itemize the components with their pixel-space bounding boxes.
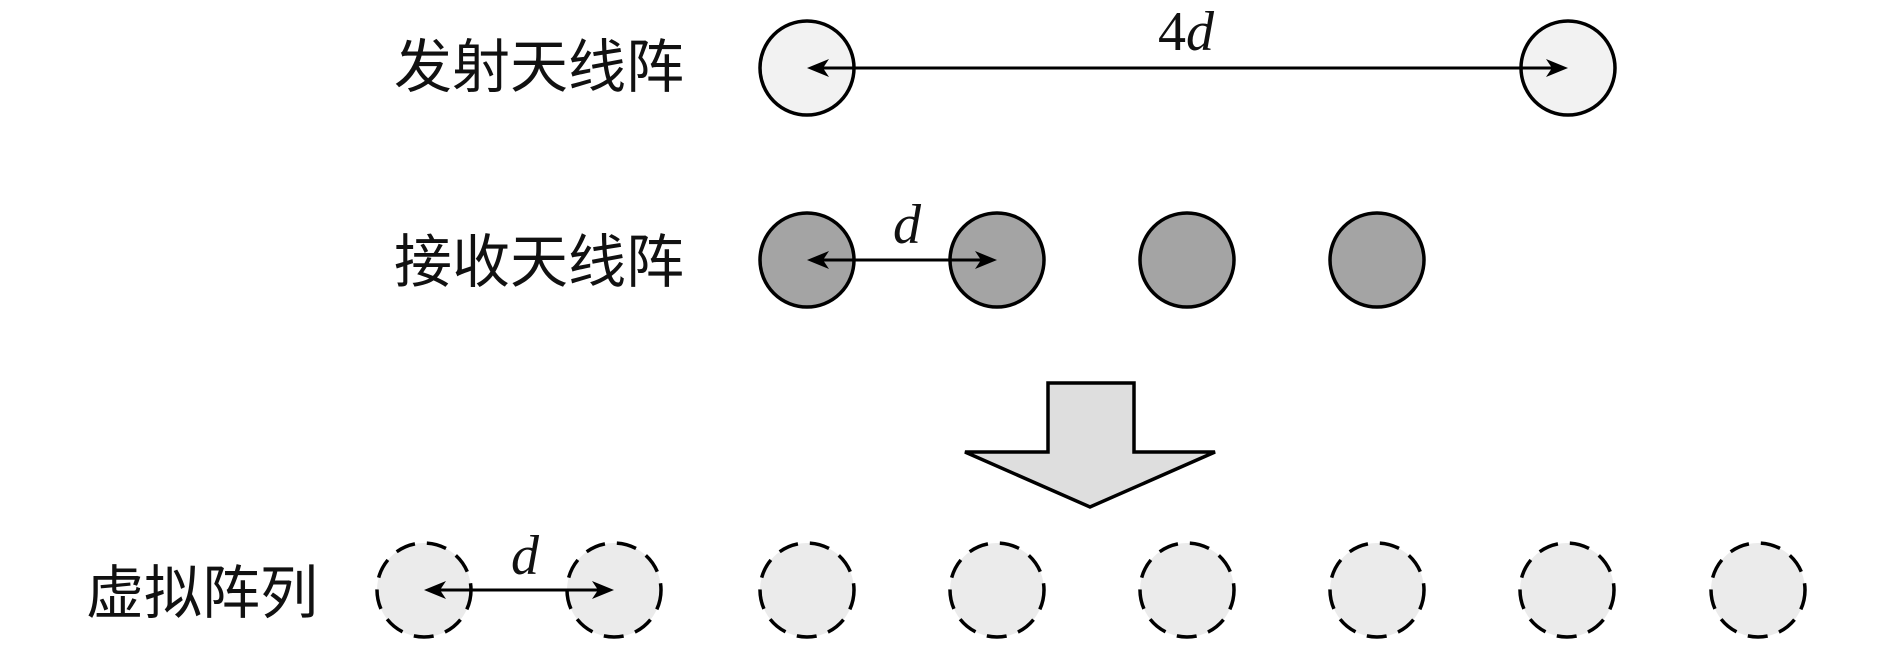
receive-spacing-arrow [807, 251, 997, 269]
receive-antenna [1138, 211, 1236, 309]
virtual-spacing-arrow [424, 581, 614, 599]
transmit-spacing-label: 4d [1158, 1, 1215, 63]
virtual-array: d [375, 525, 1807, 639]
virtual-array-label: 虚拟阵列 [86, 559, 318, 627]
receive-antenna [1328, 211, 1426, 309]
receive-array-label: 接收天线阵 [394, 228, 684, 296]
virtual-antenna [1709, 541, 1807, 639]
virtual-antenna [1138, 541, 1236, 639]
transmit-array-label: 发射天线阵 [394, 33, 684, 101]
virtual-antenna [758, 541, 856, 639]
receive-array: d [758, 194, 1426, 309]
transmit-array: 4d [758, 1, 1617, 117]
down-arrow-icon [964, 381, 1216, 509]
virtual-antenna [948, 541, 1046, 639]
virtual-spacing-label: d [511, 525, 540, 587]
receive-spacing-label: d [893, 194, 922, 256]
virtual-antenna [1518, 541, 1616, 639]
transmit-spacing-arrow [807, 59, 1568, 77]
virtual-antenna [1328, 541, 1426, 639]
